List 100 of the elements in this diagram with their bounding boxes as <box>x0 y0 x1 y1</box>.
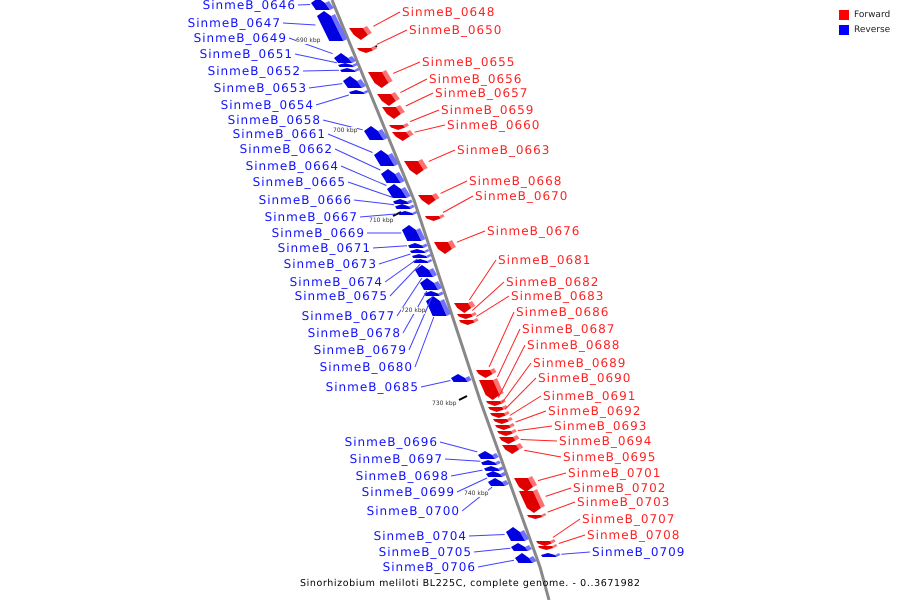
gene-label: SinmeB_0668 <box>469 174 562 188</box>
gene-label: SinmeB_0694 <box>559 434 652 448</box>
gene-block <box>413 259 433 263</box>
gene-block <box>420 278 442 290</box>
gene-label: SinmeB_0702 <box>573 481 666 495</box>
gene-label: SinmeB_0704 <box>374 529 467 543</box>
leader-line <box>372 12 400 27</box>
leader-line <box>515 410 546 422</box>
gene-label: SinmeB_0696 <box>344 435 438 449</box>
leader-line <box>498 344 526 398</box>
leader-line <box>488 312 514 368</box>
leader-line <box>545 488 572 497</box>
gene-block <box>478 451 500 459</box>
gene-label: SinmeB_0676 <box>487 224 580 238</box>
gene-label: SinmeB_0666 <box>258 193 352 207</box>
gene-block <box>527 513 547 519</box>
leader-line <box>414 124 446 133</box>
gene-label: SinmeB_0673 <box>284 257 377 271</box>
leader-line <box>328 134 373 153</box>
gene-block <box>364 126 388 140</box>
leader-line <box>440 442 478 452</box>
gene-block <box>499 434 520 444</box>
gene-label: SinmeB_0681 <box>498 253 592 267</box>
gene-label: SinmeB_0675 <box>294 289 388 303</box>
leader-line <box>442 196 474 213</box>
gene-block <box>514 476 538 492</box>
gene-block <box>368 70 392 88</box>
gene-label: SinmeB_0655 <box>422 55 516 69</box>
gene-block <box>490 410 510 418</box>
leader-line <box>509 396 542 416</box>
leader-line <box>476 296 510 317</box>
leader-line <box>392 62 420 74</box>
gene-block <box>343 76 366 88</box>
gene-label: SinmeB_0648 <box>402 5 496 19</box>
gene-label: SinmeB_0656 <box>429 72 522 86</box>
leader-line <box>552 518 580 538</box>
leader-line <box>298 4 311 6</box>
gene-label: SinmeB_0690 <box>538 371 632 385</box>
gene-label: SinmeB_0683 <box>511 289 604 303</box>
gene-label: SinmeB_0671 <box>278 241 371 255</box>
gene-block <box>540 553 560 557</box>
leader-line <box>472 282 504 311</box>
gene-block <box>392 130 414 140</box>
leader-line <box>560 552 590 555</box>
leader-line <box>366 232 402 234</box>
gene-label: SinmeB_0678 <box>308 326 401 340</box>
gene-block <box>488 404 508 412</box>
gene-label: SinmeB_0707 <box>582 512 676 526</box>
leader-line <box>408 296 433 350</box>
gene-label: SinmeB_0664 <box>246 159 339 173</box>
leader-line <box>372 245 408 248</box>
gene-block <box>374 150 398 166</box>
gene-block <box>387 184 412 198</box>
leader-line <box>538 472 566 482</box>
caption: Sinorhizobium meliloti BL225C, complete genome. - 0..3671982 <box>300 578 641 590</box>
leader-line <box>322 120 364 130</box>
gene-label: SinmeB_0677 <box>302 309 395 323</box>
leader-line <box>444 458 481 462</box>
gene-block <box>357 46 378 52</box>
gene-label: SinmeB_0651 <box>200 47 293 61</box>
gene-block <box>486 398 506 406</box>
gene-block <box>451 374 472 382</box>
gene-label: SinmeB_0688 <box>527 338 620 352</box>
leader-line <box>360 213 398 218</box>
gene-block <box>481 460 502 464</box>
gene-block <box>311 0 334 10</box>
gene-label: SinmeB_0703 <box>577 495 670 509</box>
gene-label: SinmeB_0652 <box>208 64 301 78</box>
gene-block <box>425 214 445 220</box>
gene-label: SinmeB_0657 <box>435 86 528 100</box>
gene-block <box>338 63 358 67</box>
gene-block <box>395 204 415 208</box>
gene-label: SinmeB_0667 <box>264 210 358 224</box>
gene-block <box>457 312 478 318</box>
leader-line <box>440 180 468 194</box>
leader-line <box>378 254 411 264</box>
gene-block <box>454 301 476 313</box>
leader-line <box>420 380 451 388</box>
gene-label: SinmeB_0674 <box>290 275 383 289</box>
gene-label: SinmeB_0695 <box>563 450 656 464</box>
leader-line <box>354 200 395 206</box>
gene-block <box>538 544 558 550</box>
gene-block <box>511 543 532 551</box>
legend-label: Reverse <box>854 25 890 36</box>
leader-line <box>524 450 562 458</box>
gene-block <box>402 225 426 241</box>
leader-line <box>414 316 434 368</box>
leader-line <box>496 328 520 378</box>
gene-label: SinmeB_0680 <box>320 360 413 374</box>
gene-block <box>434 240 456 254</box>
leader-line <box>517 426 552 432</box>
gene-label: SinmeB_0653 <box>214 81 307 95</box>
leader-line <box>520 439 558 442</box>
leader-line <box>410 110 440 122</box>
gene-block <box>348 90 368 94</box>
gene-block <box>494 422 515 430</box>
gene-block <box>415 265 438 277</box>
gene-block <box>486 471 506 477</box>
leader-line <box>348 182 394 198</box>
gene-label: SinmeB_0699 <box>362 485 455 499</box>
